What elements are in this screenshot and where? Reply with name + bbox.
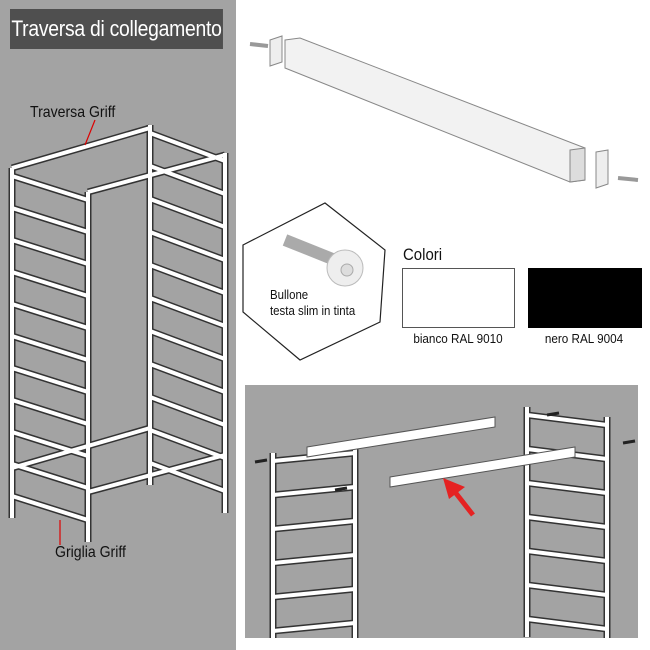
frame-bar xyxy=(11,366,89,394)
frame-bar xyxy=(272,621,356,633)
frame-bar xyxy=(526,583,608,597)
frame-bar xyxy=(11,238,89,266)
frame-bar xyxy=(11,206,89,234)
frame-bar xyxy=(149,197,226,229)
frame-bar xyxy=(11,426,151,470)
frame-bar xyxy=(11,126,151,170)
label-traversa-griff: Traversa Griff xyxy=(30,104,116,121)
swatch-black-label: nero RAL 9004 xyxy=(544,331,624,346)
frame-bar xyxy=(526,481,608,495)
frame-bar xyxy=(526,515,608,529)
frame-bar xyxy=(149,395,226,427)
frame-bar xyxy=(272,587,356,599)
frame-bar xyxy=(149,296,226,328)
frame-bar xyxy=(526,617,608,631)
frame-bar xyxy=(149,362,226,394)
colors-heading: Colori xyxy=(403,245,443,264)
frame-bar xyxy=(87,153,226,194)
frame-bar xyxy=(11,430,89,458)
frame-bar xyxy=(149,263,226,295)
frame-bar xyxy=(149,428,226,460)
frame-bar xyxy=(11,302,89,330)
assembly-drawing xyxy=(254,407,636,638)
bolt-caption-2: testa slim in tinta xyxy=(270,303,356,318)
assembly-illustration-panel xyxy=(245,385,638,638)
frame-illustration-panel xyxy=(0,0,236,650)
frame-bar xyxy=(272,553,356,565)
end-plate xyxy=(595,149,609,189)
frame-bar xyxy=(526,413,608,427)
frame-bar xyxy=(11,398,89,426)
swatch-white xyxy=(402,268,515,328)
frame-bar xyxy=(11,174,89,202)
frame-bar xyxy=(11,334,89,362)
bolt-caption-1: Bullone xyxy=(270,287,309,302)
swatch-white-label: bianco RAL 9010 xyxy=(413,331,503,346)
frame-bar xyxy=(87,453,226,494)
frame-bar xyxy=(11,462,89,490)
swatch-black xyxy=(528,268,642,328)
crossbar-product-drawing xyxy=(242,35,639,361)
frame-bar xyxy=(526,549,608,563)
pointer-line xyxy=(84,119,96,146)
frame-bar xyxy=(11,270,89,298)
label-griglia-griff: Griglia Griff xyxy=(55,544,126,561)
frame-bar xyxy=(11,494,89,522)
frame-bar xyxy=(272,519,356,531)
frame-bar xyxy=(272,451,356,463)
bolt-icon xyxy=(249,42,269,48)
red-arrow-icon xyxy=(443,478,475,517)
griff-frame-drawing xyxy=(8,119,229,545)
bolt-hexagon xyxy=(242,202,386,361)
bolt-icon xyxy=(617,176,639,182)
frame-bar xyxy=(149,230,226,262)
frame-bar xyxy=(149,461,226,493)
end-plate xyxy=(269,35,283,67)
page-title: Traversa di collegamento xyxy=(10,9,223,49)
frame-bar xyxy=(149,329,226,361)
